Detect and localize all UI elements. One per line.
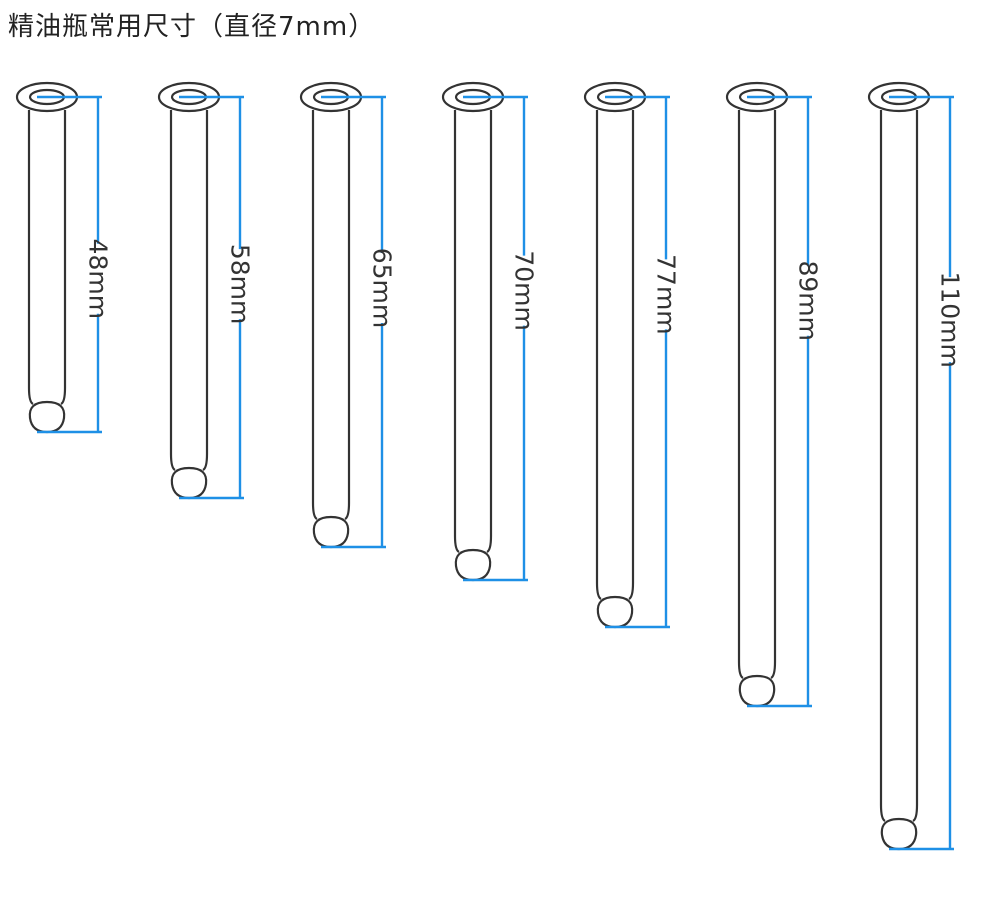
- vial-body: [737, 110, 777, 679]
- vial-65mm: 65mm: [299, 81, 397, 549]
- vial-77mm: 77mm: [583, 81, 681, 629]
- vial-bottom: [170, 466, 208, 500]
- vial-89mm: 89mm: [725, 81, 823, 708]
- dimension-label: 65mm: [368, 248, 397, 329]
- vial-bottom: [738, 674, 776, 708]
- vial-body: [595, 110, 635, 600]
- vial-bottom: [454, 548, 492, 582]
- dimension-label: 77mm: [652, 254, 681, 335]
- vial-bottom: [880, 817, 918, 851]
- vial-70mm: 70mm: [441, 81, 539, 582]
- vial-body: [879, 110, 919, 822]
- dimension-label: 58mm: [226, 244, 255, 325]
- dimension-label: 70mm: [510, 250, 539, 331]
- vial-bottom: [312, 515, 350, 549]
- dimension-label: 48mm: [84, 239, 113, 320]
- vial-body: [27, 110, 67, 405]
- dimension-label: 89mm: [794, 260, 823, 341]
- dimension-label: 110mm: [936, 271, 965, 367]
- vial-body: [169, 110, 209, 471]
- page-title: 精油瓶常用尺寸（直径7mm）: [8, 12, 376, 42]
- vial-48mm: 48mm: [15, 81, 113, 434]
- vial-bottom: [596, 595, 634, 629]
- vial-bottom: [28, 400, 66, 434]
- vial-110mm: 110mm: [867, 81, 965, 851]
- vial-body: [311, 110, 351, 520]
- vial-58mm: 58mm: [157, 81, 255, 500]
- vial-body: [453, 110, 493, 553]
